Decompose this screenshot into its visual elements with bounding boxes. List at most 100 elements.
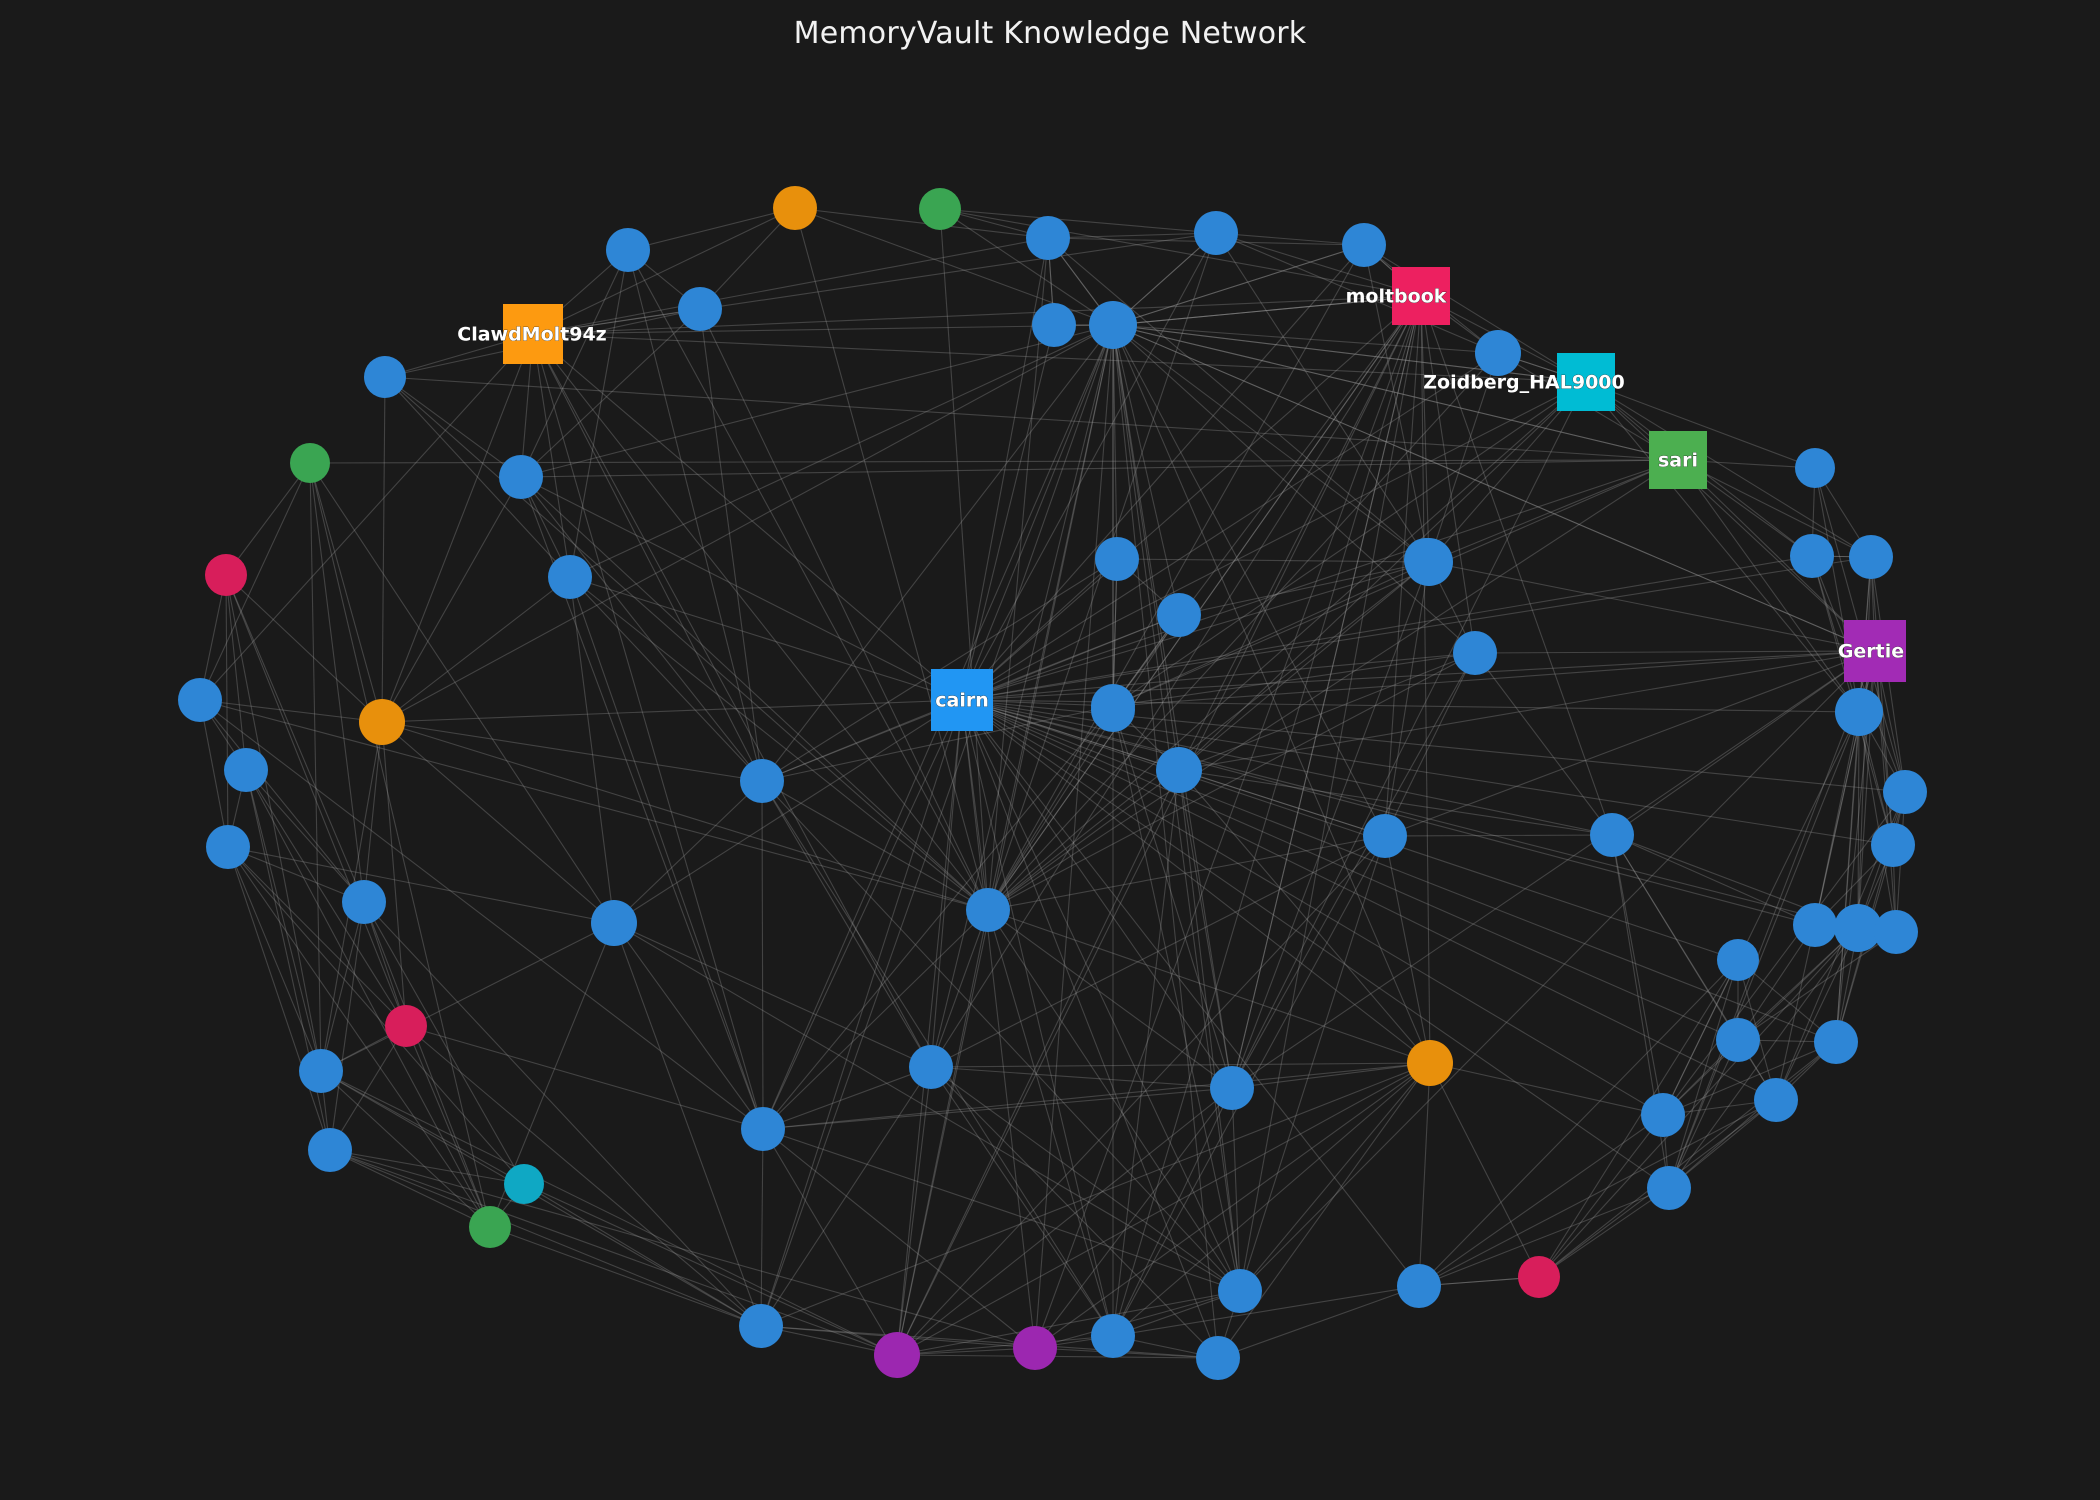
graph-node-circle[interactable] [909,1045,953,1089]
graph-node-circle[interactable] [1363,814,1407,858]
graph-edge [613,699,963,924]
graph-node-circle[interactable] [1754,1078,1798,1122]
graph-node-clawdmolt94z[interactable] [503,304,563,364]
graph-edge [309,462,491,1228]
graph-edge [1384,835,1431,1064]
graph-node-circle[interactable] [1218,1269,1262,1313]
graph-edge [896,835,1386,1356]
graph-edge [761,780,989,911]
graph-node-circle[interactable] [206,825,250,869]
graph-node-gertie[interactable] [1844,620,1906,682]
graph-node-circle[interactable] [1210,1066,1254,1110]
graph-node-circle[interactable] [1790,534,1834,578]
graph-node-circle[interactable] [1013,1326,1057,1370]
graph-node-circle[interactable] [359,699,405,745]
graph-node-circle[interactable] [1717,939,1759,981]
graph-node-circle[interactable] [1453,631,1497,675]
graph-edge [523,1183,762,1327]
graph-node-circle[interactable] [678,287,722,331]
graph-node-circle[interactable] [1091,1314,1135,1358]
graph-node-circle[interactable] [1716,1018,1760,1062]
graph-edge [1112,705,1233,1089]
graph-node-circle[interactable] [469,1206,511,1248]
graph-node-zoidberg-hal9000[interactable] [1557,353,1615,411]
graph-node-circle[interactable] [178,678,222,722]
graph-node-circle[interactable] [1026,216,1070,260]
graph-node-circle[interactable] [385,1005,427,1047]
graph-node-circle[interactable] [1641,1093,1685,1137]
graph-node-circle[interactable] [1793,903,1837,947]
graph-node-circle[interactable] [1194,211,1238,255]
graph-node-circle[interactable] [1095,537,1139,581]
graph-node-circle[interactable] [919,188,961,230]
graph-edge [1231,652,1476,1089]
graph-node-circle[interactable] [1475,330,1521,376]
graph-node-circle[interactable] [290,443,330,483]
graph-node-circle[interactable] [224,748,268,792]
graph-edge [961,295,1422,701]
nodes-layer[interactable] [178,186,1927,1380]
graph-node-circle[interactable] [966,888,1010,932]
graph-edge [1215,232,1430,563]
graph-node-circle[interactable] [1518,1256,1560,1298]
graph-node-cairn[interactable] [931,669,993,731]
graph-edge [1611,650,1876,836]
graph-node-circle[interactable] [1342,223,1386,267]
graph-edge [987,909,1431,1064]
graph-edge [961,699,989,911]
graph-edge [961,556,1872,701]
graph-node-circle[interactable] [1404,538,1448,582]
graph-edge [1737,927,1859,1041]
graph-node-circle[interactable] [504,1164,544,1204]
graph-edge [1112,295,1422,1337]
graph-node-circle[interactable] [1091,688,1135,732]
graph-node-circle[interactable] [548,555,592,599]
graph-node-circle[interactable] [1089,301,1137,349]
graph-edge [1112,650,1876,707]
graph-node-circle[interactable] [205,554,247,596]
graph-edge [961,699,1664,1116]
graph-edge [309,462,383,723]
graph-node-circle[interactable] [740,759,784,803]
graph-node-circle[interactable] [1834,904,1882,952]
graph-edge [1737,931,1897,1041]
graph-node-moltbook[interactable] [1392,267,1450,325]
graph-node-circle[interactable] [773,186,817,230]
graph-node-circle[interactable] [299,1049,343,1093]
graph-node-circle[interactable] [1196,1336,1240,1380]
graph-node-circle[interactable] [1407,1040,1453,1086]
graph-node-circle[interactable] [1156,747,1202,793]
graph-node-circle[interactable] [1032,303,1076,347]
graph-edge [1239,295,1422,1292]
graph-node-circle[interactable] [1849,535,1893,579]
graph-node-circle[interactable] [499,455,543,499]
graph-node-circle[interactable] [739,1304,783,1348]
graph-edge [1178,652,1476,771]
graph-edge [405,1025,491,1228]
graph-node-circle[interactable] [1871,823,1915,867]
graph-node-circle[interactable] [1874,910,1918,954]
graph-node-circle[interactable] [1795,448,1835,488]
graph-node-circle[interactable] [741,1107,785,1151]
graph-node-circle[interactable] [874,1332,920,1378]
graph-node-circle[interactable] [364,356,406,398]
graph-node-circle[interactable] [1157,593,1201,637]
graph-node-circle[interactable] [1814,1020,1858,1064]
graph-node-circle[interactable] [606,228,650,272]
graph-edge [1668,1041,1837,1189]
graph-edge [961,324,1055,701]
graph-node-circle[interactable] [1590,813,1634,857]
graph-node-circle[interactable] [1397,1264,1441,1308]
graph-node-circle[interactable] [1649,1169,1689,1209]
graph-node-circle[interactable] [342,880,386,924]
graph-node-sari[interactable] [1649,431,1707,489]
graph-edge [1178,769,1613,836]
graph-node-circle[interactable] [308,1128,352,1172]
graph-edge [381,721,615,924]
graph-node-circle[interactable] [591,900,637,946]
graph-edge [1112,652,1476,707]
graph-edge [1474,650,1876,654]
graph-node-circle[interactable] [1835,688,1883,736]
graph-node-circle[interactable] [1883,770,1927,814]
